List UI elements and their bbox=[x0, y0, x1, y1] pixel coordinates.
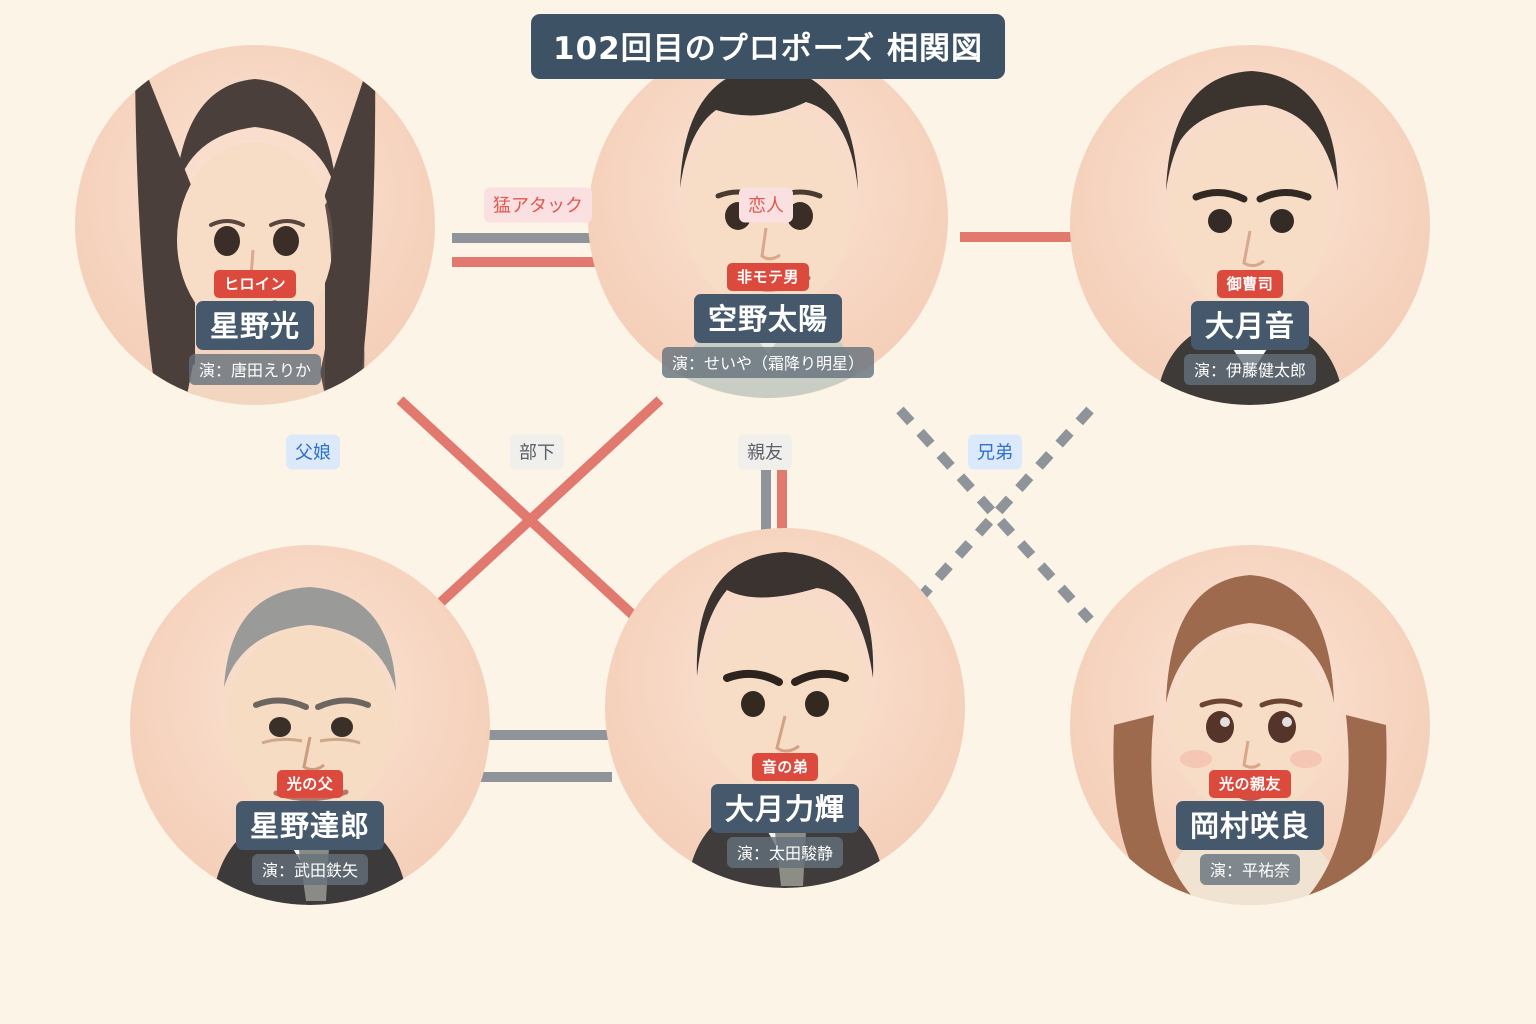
actor-name: 演：伊藤健太郎 bbox=[1183, 354, 1316, 385]
relation-label-rel-oyako: 父娘 bbox=[286, 434, 340, 470]
relation-label-rel-koibito: 恋人 bbox=[739, 187, 793, 223]
character-labels: 光の父星野達郎演：武田鉄矢 bbox=[130, 770, 490, 885]
character-node-hikari[interactable]: ヒロイン星野光演：唐田えりか bbox=[75, 45, 435, 405]
character-name: 空野太陽 bbox=[693, 294, 842, 343]
actor-name: 演：武田鉄矢 bbox=[251, 854, 368, 885]
page-title: 102回目のプロポーズ 相関図 bbox=[531, 14, 1005, 79]
relation-label-rel-kyodai: 兄弟 bbox=[968, 434, 1022, 470]
character-node-riki[interactable]: 音の弟大月力輝演：太田駿静 bbox=[605, 528, 965, 888]
character-labels: 音の弟大月力輝演：太田駿静 bbox=[605, 753, 965, 868]
role-badge: 光の親友 bbox=[1208, 770, 1291, 798]
portrait-hikari bbox=[75, 45, 435, 405]
character-node-oto[interactable]: 御曹司大月音演：伊藤健太郎 bbox=[1070, 45, 1430, 405]
character-name: 大月音 bbox=[1190, 301, 1309, 350]
relation-label-rel-buka: 部下 bbox=[510, 434, 564, 470]
character-node-sakura[interactable]: 光の親友岡村咲良演：平祐奈 bbox=[1070, 545, 1430, 905]
actor-name: 演：平祐奈 bbox=[1199, 854, 1300, 885]
character-labels: 光の親友岡村咲良演：平祐奈 bbox=[1070, 770, 1430, 885]
actor-name: 演：せいや（霜降り明星） bbox=[661, 347, 874, 378]
actor-name: 演：太田駿静 bbox=[726, 837, 843, 868]
role-badge: 音の弟 bbox=[751, 753, 819, 781]
character-name: 星野光 bbox=[195, 301, 314, 350]
character-labels: ヒロイン星野光演：唐田えりか bbox=[75, 270, 435, 385]
character-labels: 御曹司大月音演：伊藤健太郎 bbox=[1070, 270, 1430, 385]
character-labels: 非モテ男空野太陽演：せいや（霜降り明星） bbox=[588, 263, 948, 378]
role-badge: 光の父 bbox=[276, 770, 344, 798]
relation-label-rel-mou-attack: 猛アタック bbox=[484, 187, 592, 223]
role-badge: ヒロイン bbox=[213, 270, 296, 298]
character-name: 大月力輝 bbox=[710, 784, 859, 833]
character-name: 岡村咲良 bbox=[1175, 801, 1324, 850]
relation-label-rel-shinyu: 親友 bbox=[738, 434, 792, 470]
edge-taiyo-tatsuro-red bbox=[396, 396, 664, 644]
actor-name: 演：唐田えりか bbox=[188, 354, 321, 385]
character-name: 星野達郎 bbox=[235, 801, 384, 850]
role-badge: 非モテ男 bbox=[726, 263, 809, 291]
role-badge: 御曹司 bbox=[1216, 270, 1284, 298]
character-node-taiyo[interactable]: 非モテ男空野太陽演：せいや（霜降り明星） bbox=[588, 38, 948, 398]
character-node-tatsuro[interactable]: 光の父星野達郎演：武田鉄矢 bbox=[130, 545, 490, 905]
